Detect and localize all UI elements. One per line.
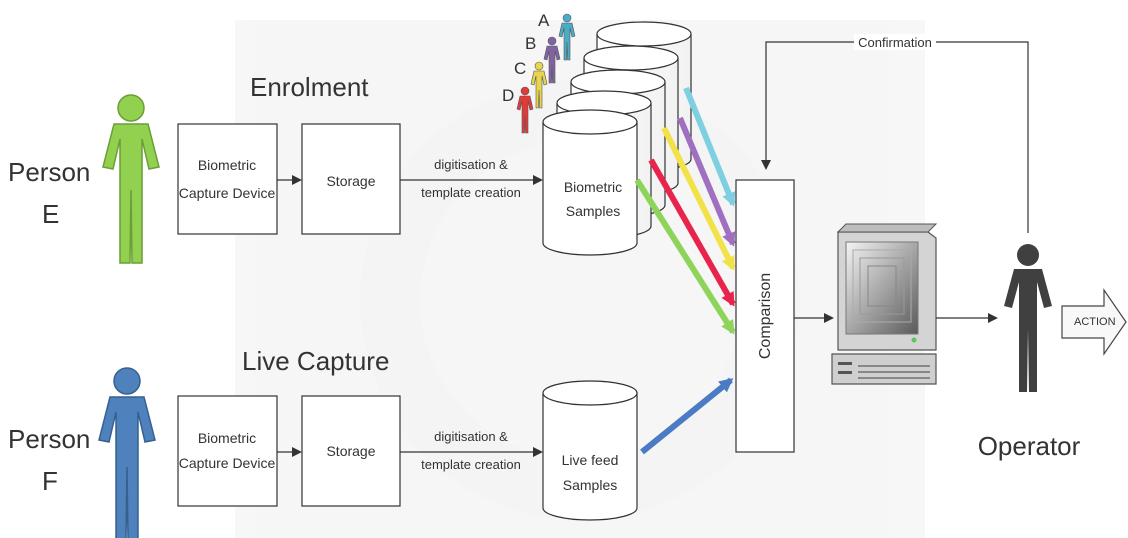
action-arrow	[1061, 288, 1127, 356]
person-f-label: Person	[8, 424, 90, 454]
confirmation-label: Confirmation	[858, 35, 932, 50]
arrow-green	[634, 178, 736, 335]
enrol-samples-line1: Biometric	[564, 179, 622, 195]
person-e-icon	[102, 94, 160, 264]
live-capture-line2: Capture Device	[179, 455, 276, 471]
enrol-process-line2: template creation	[421, 185, 521, 200]
comparison-box	[735, 179, 795, 453]
person-d-icon	[516, 86, 534, 134]
enrol-capture-line2: Capture Device	[179, 185, 276, 201]
live-capture-title: Live Capture	[242, 346, 389, 376]
live-samples-line2: Samples	[563, 477, 617, 493]
enrol-storage-box	[301, 123, 401, 235]
enrol-samples-line2: Samples	[566, 203, 620, 219]
enrol-storage-label: Storage	[326, 173, 375, 189]
live-storage-label: Storage	[326, 443, 375, 459]
live-storage-box	[301, 395, 401, 507]
arrow-blue	[640, 377, 734, 455]
enrol-process-line1: digitisation &	[434, 157, 508, 172]
enrolled-people: A B C D	[502, 11, 576, 134]
enrolment-title: Enrolment	[250, 72, 369, 102]
operator-icon	[1004, 244, 1052, 392]
person-c-icon	[530, 61, 548, 109]
enrol-capture-line1: Biometric	[198, 157, 256, 173]
enrolled-label-b: B	[525, 34, 536, 53]
arrow-yellow	[661, 126, 736, 271]
biometric-samples-cylinder	[542, 109, 638, 256]
person-f-icon	[98, 367, 156, 538]
person-e-letter: E	[42, 199, 59, 229]
computer-icon	[831, 223, 938, 385]
person-e-label: Person	[8, 157, 90, 187]
enrolled-label-a: A	[538, 11, 550, 30]
arrow-red	[648, 158, 736, 307]
person-b-icon	[543, 36, 561, 84]
live-feed-samples-cylinder	[542, 380, 638, 521]
person-f-letter: F	[42, 466, 58, 496]
live-process-line2: template creation	[421, 457, 521, 472]
arrow-cyan	[683, 86, 736, 207]
operator-label: Operator	[978, 431, 1081, 461]
comparison-arrows	[634, 86, 736, 455]
person-a-icon	[558, 13, 576, 61]
live-samples-line1: Live feed	[562, 452, 619, 468]
live-capture-line1: Biometric	[198, 430, 256, 446]
confirmation-label-bg	[854, 34, 936, 50]
enrolled-label-c: C	[514, 59, 526, 78]
enrolled-label-d: D	[502, 86, 514, 105]
enrolment-database-stack: Biometric Samples	[542, 21, 692, 256]
action-label: ACTION	[1074, 316, 1116, 328]
arrow-purple	[677, 116, 736, 247]
live-capture-device-box	[177, 395, 278, 507]
enrol-capture-device-box	[177, 123, 278, 235]
live-process-line1: digitisation &	[434, 429, 508, 444]
comparison-label: Comparison	[757, 273, 774, 359]
